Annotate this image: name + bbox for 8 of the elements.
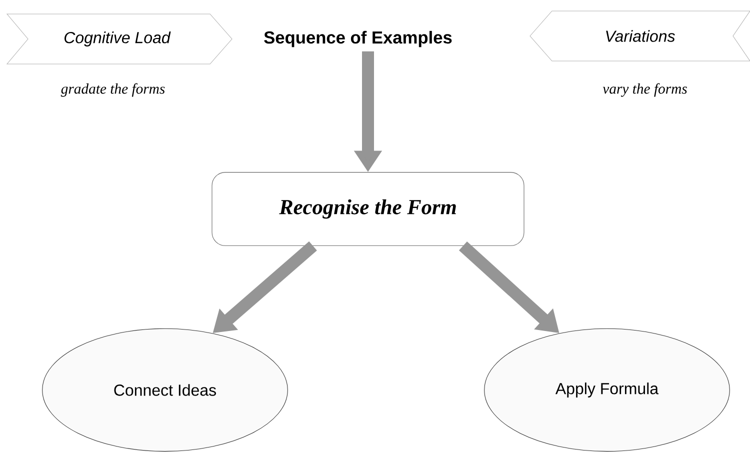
heading-text: Sequence of Examples (264, 30, 452, 48)
chevron-box: Cognitive Load (6, 14, 232, 64)
chevron-box: Variations (530, 10, 750, 62)
rounded-box: Recognise the Form (212, 172, 524, 246)
ellipse-node: Connect Ideas (42, 328, 288, 452)
ellipse-node: Apply Formula (484, 328, 730, 452)
caption-text: vary the forms (602, 83, 687, 97)
caption-text: gradate the forms (60, 83, 165, 97)
